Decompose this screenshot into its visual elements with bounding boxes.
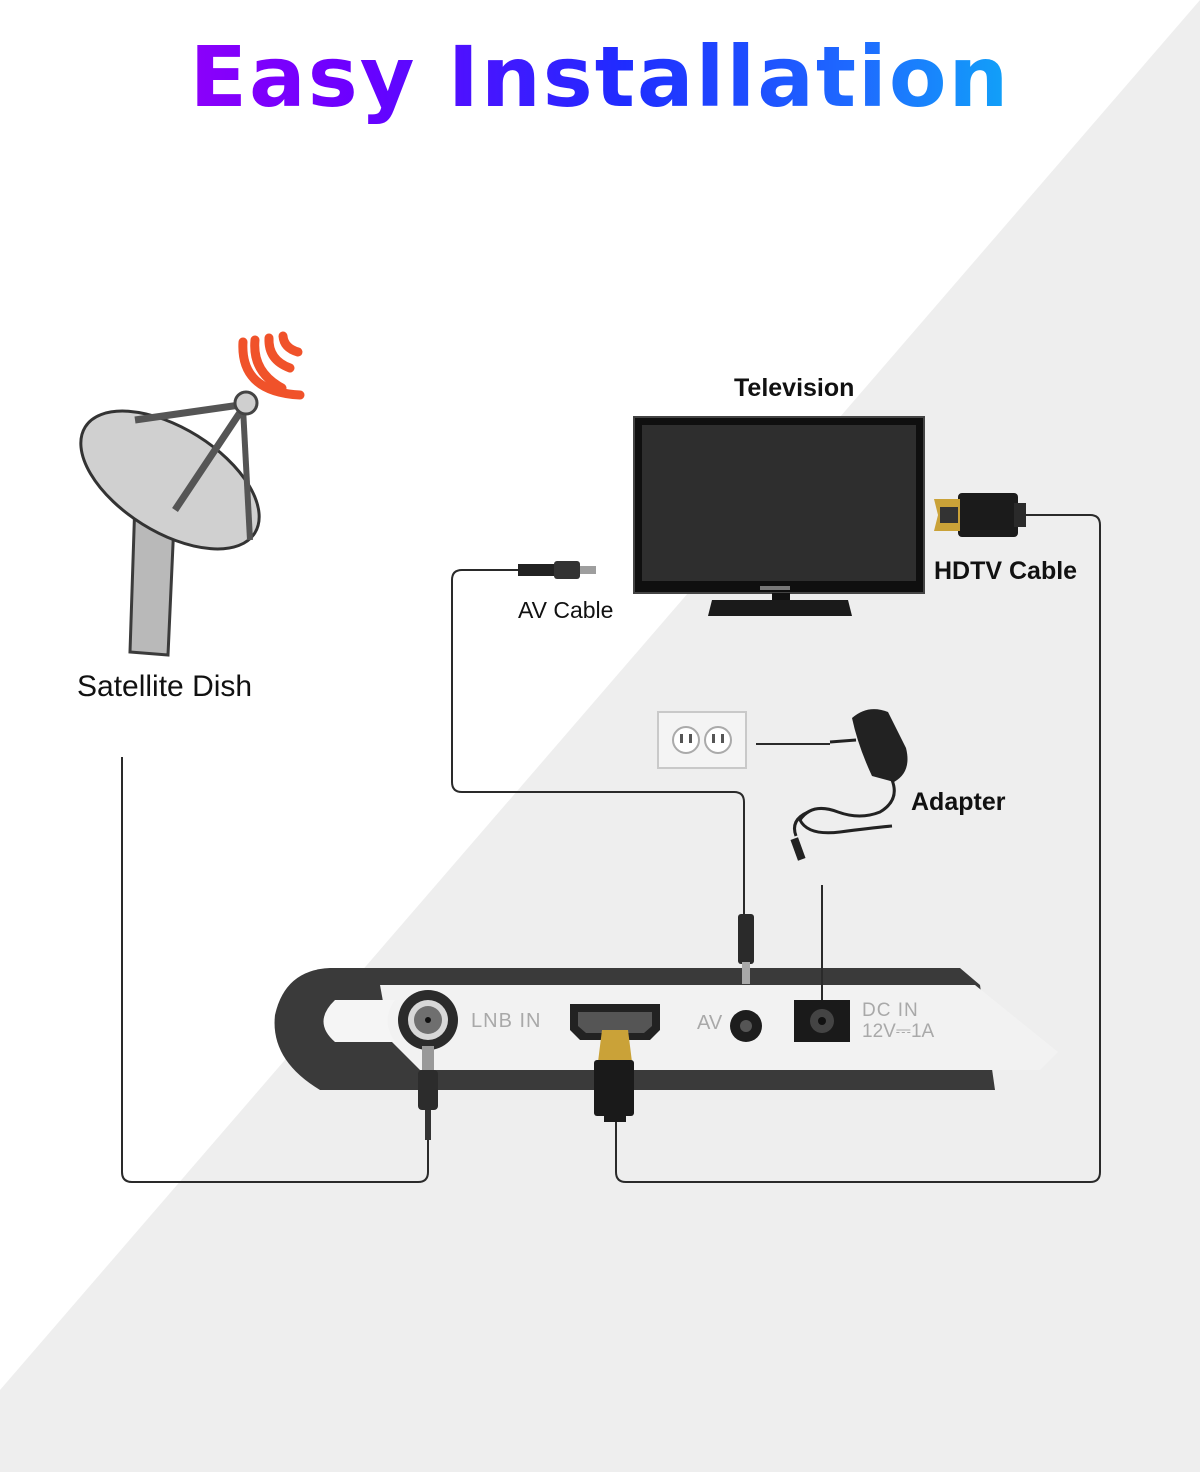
- label-adapter: Adapter: [911, 788, 1006, 816]
- hdmi-plug-icon: [934, 493, 1026, 537]
- television-icon: [633, 416, 925, 616]
- coax-plug-icon: [418, 1046, 438, 1140]
- port-label-dc-rating: 12V⎓1A: [862, 1021, 935, 1042]
- av-plug-icon: [518, 561, 596, 579]
- port-label-av: AV: [697, 1012, 723, 1034]
- connection-lines: [121, 514, 1101, 1183]
- label-television: Television: [734, 374, 855, 402]
- label-hdtv-cable: HDTV Cable: [934, 557, 1078, 585]
- wall-outlet-icon: [657, 711, 747, 769]
- receiver-box: [274, 968, 1058, 1090]
- port-label-lnb-in: LNB IN: [471, 1010, 542, 1032]
- page-title: Easy Installation: [0, 28, 1200, 126]
- satellite-dish-icon: [79, 390, 261, 657]
- hdmi-plug-icon: [594, 1030, 634, 1122]
- power-adapter-icon: [790, 709, 908, 861]
- port-label-dc-in: DC IN: [862, 1000, 919, 1021]
- label-satellite-dish: Satellite Dish: [77, 670, 253, 703]
- label-av-cable: AV Cable: [518, 597, 614, 623]
- signal-waves-icon: [238, 331, 305, 400]
- av-plug-icon: [738, 914, 754, 984]
